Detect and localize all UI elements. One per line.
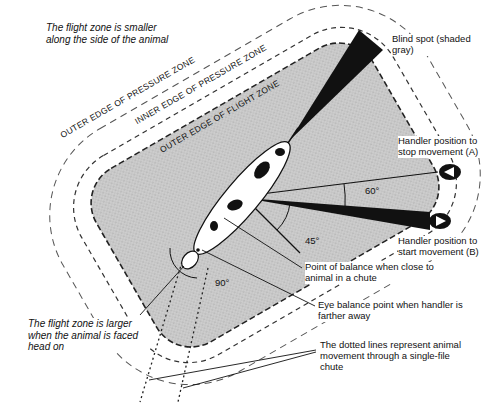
angle-arc bbox=[277, 203, 290, 230]
leader-line bbox=[140, 266, 184, 315]
zone-note: The flight zone is smaller along the sid… bbox=[46, 22, 171, 45]
angle-arc bbox=[344, 184, 345, 206]
zone-edge-label: OUTER EDGE OF FLIGHT ZONE bbox=[157, 78, 283, 157]
zone-note: The flight zone is larger when the anima… bbox=[28, 318, 148, 353]
chute-note: The dotted lines represent animal moveme… bbox=[320, 340, 470, 373]
handler-symbol bbox=[429, 213, 451, 229]
angle-label: 90° bbox=[215, 278, 239, 289]
handler-label: Handler position to stop movement (A) bbox=[398, 136, 493, 158]
handler-label: Handler position to start movement (B) bbox=[398, 236, 493, 258]
blind-spot-label: Blind spot (shaded gray) bbox=[392, 34, 492, 56]
outer-pressure-edge bbox=[13, 0, 497, 406]
cow bbox=[178, 128, 301, 272]
balance-label: Eye balance point when handler is farthe… bbox=[318, 300, 468, 322]
angle-label: 45° bbox=[305, 236, 329, 247]
handler-symbol bbox=[439, 164, 461, 180]
chute-line bbox=[178, 268, 208, 402]
leader-line bbox=[224, 218, 302, 268]
leader-line bbox=[149, 350, 316, 380]
angle-label: 60° bbox=[365, 186, 389, 197]
balance-label: Point of balance when close to animal in… bbox=[305, 262, 455, 284]
leader-line bbox=[183, 352, 316, 388]
blind-spot bbox=[290, 30, 383, 140]
leader-line bbox=[202, 250, 315, 306]
